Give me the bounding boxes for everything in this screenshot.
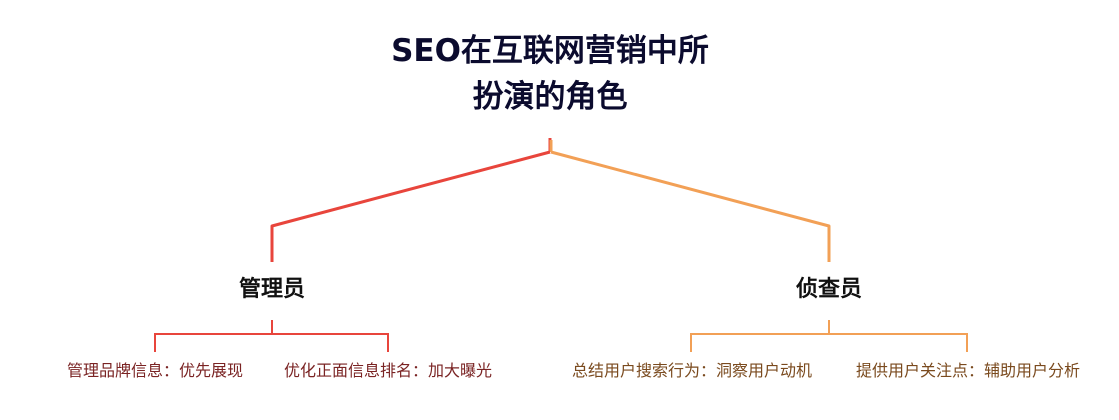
branch-label-manager: 管理员 bbox=[238, 277, 305, 302]
leaf-scout-search-behavior: 总结用户搜索行为：洞察用户动机 bbox=[571, 361, 812, 380]
connector-root-to-scout bbox=[550, 150, 831, 262]
branch-label-scout: 侦查员 bbox=[795, 277, 862, 302]
diagram-title: SEO在互联网营销中所 扮演的角色 bbox=[350, 28, 750, 120]
connector-manager-leaves bbox=[154, 320, 389, 352]
title-line-2: 扮演的角色 bbox=[472, 79, 628, 115]
connector-root-to-manager bbox=[270, 150, 551, 262]
leaf-manager-brand-info: 管理品牌信息：优先展现 bbox=[66, 361, 243, 380]
leaf-scout-focus-points: 提供用户关注点：辅助用户分析 bbox=[855, 361, 1080, 380]
title-line-1: SEO在互联网营销中所 bbox=[391, 33, 709, 69]
leaf-manager-ranking: 优化正面信息排名：加大曝光 bbox=[283, 361, 492, 380]
connector-scout-leaves bbox=[690, 320, 968, 352]
